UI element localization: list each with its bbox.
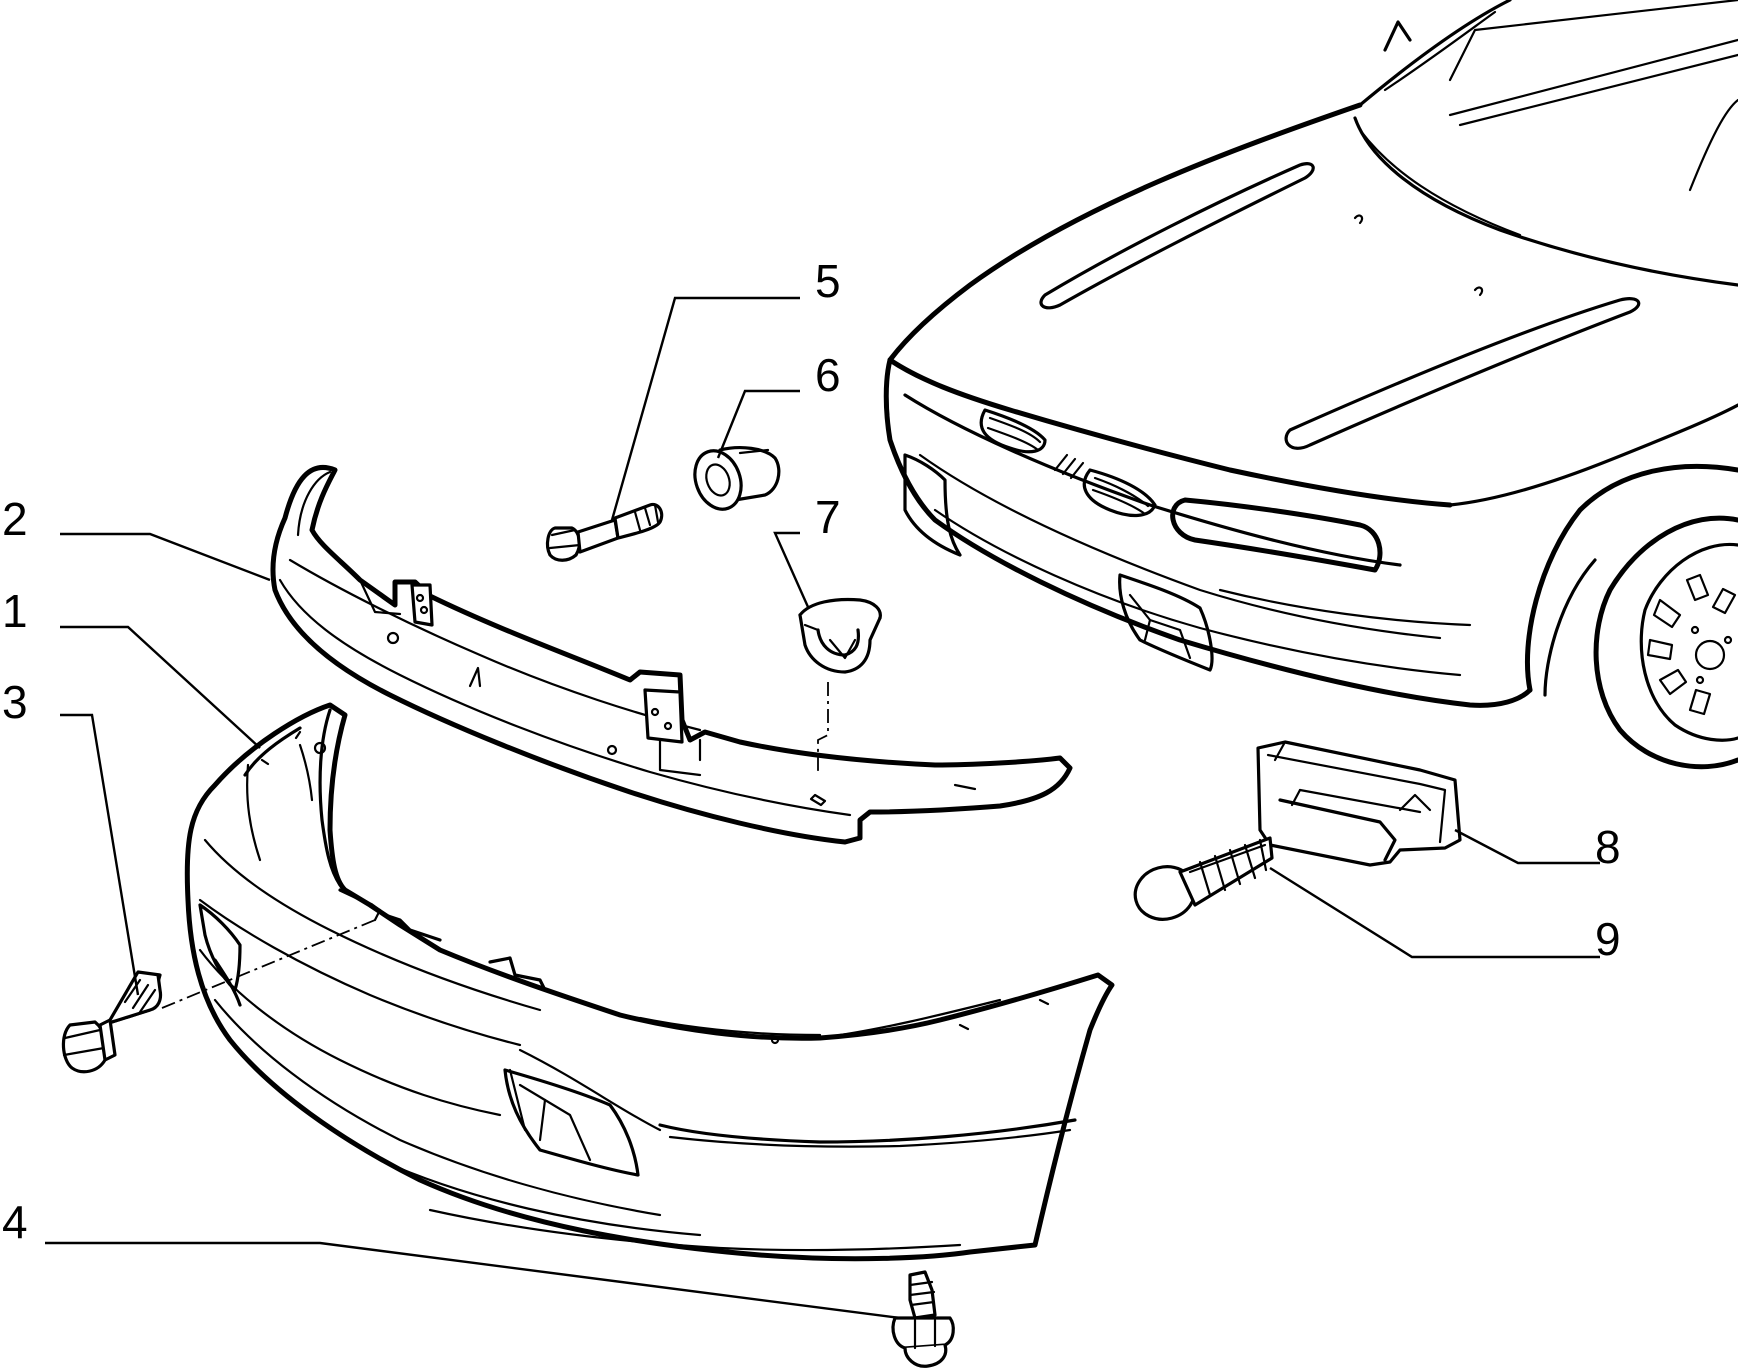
side-bracket <box>1256 740 1462 867</box>
callout-9: 9 <box>1595 913 1621 965</box>
callout-6: 6 <box>815 349 841 401</box>
spacer-bushing <box>693 446 781 511</box>
callout-2: 2 <box>2 493 28 545</box>
callout-7: 7 <box>815 491 841 543</box>
callout-numbers: 2 1 3 4 5 6 7 8 9 <box>2 255 1621 1248</box>
assembly-axis-lines <box>161 682 829 1009</box>
bumper-cover <box>184 702 1115 1262</box>
callout-4: 4 <box>2 1196 28 1248</box>
leader-lines <box>45 296 1600 1320</box>
bumper-reinforcement <box>270 465 1073 845</box>
stud-bolt <box>891 1270 955 1368</box>
car-front-illustration <box>883 0 1738 770</box>
flange-screw <box>61 970 163 1074</box>
callout-1: 1 <box>2 585 28 637</box>
callout-3: 3 <box>2 676 28 728</box>
callout-8: 8 <box>1595 821 1621 873</box>
retaining-clip <box>798 597 882 674</box>
push-rivet <box>1133 836 1274 921</box>
callout-5: 5 <box>815 255 841 307</box>
shoulder-bolt <box>545 502 664 562</box>
